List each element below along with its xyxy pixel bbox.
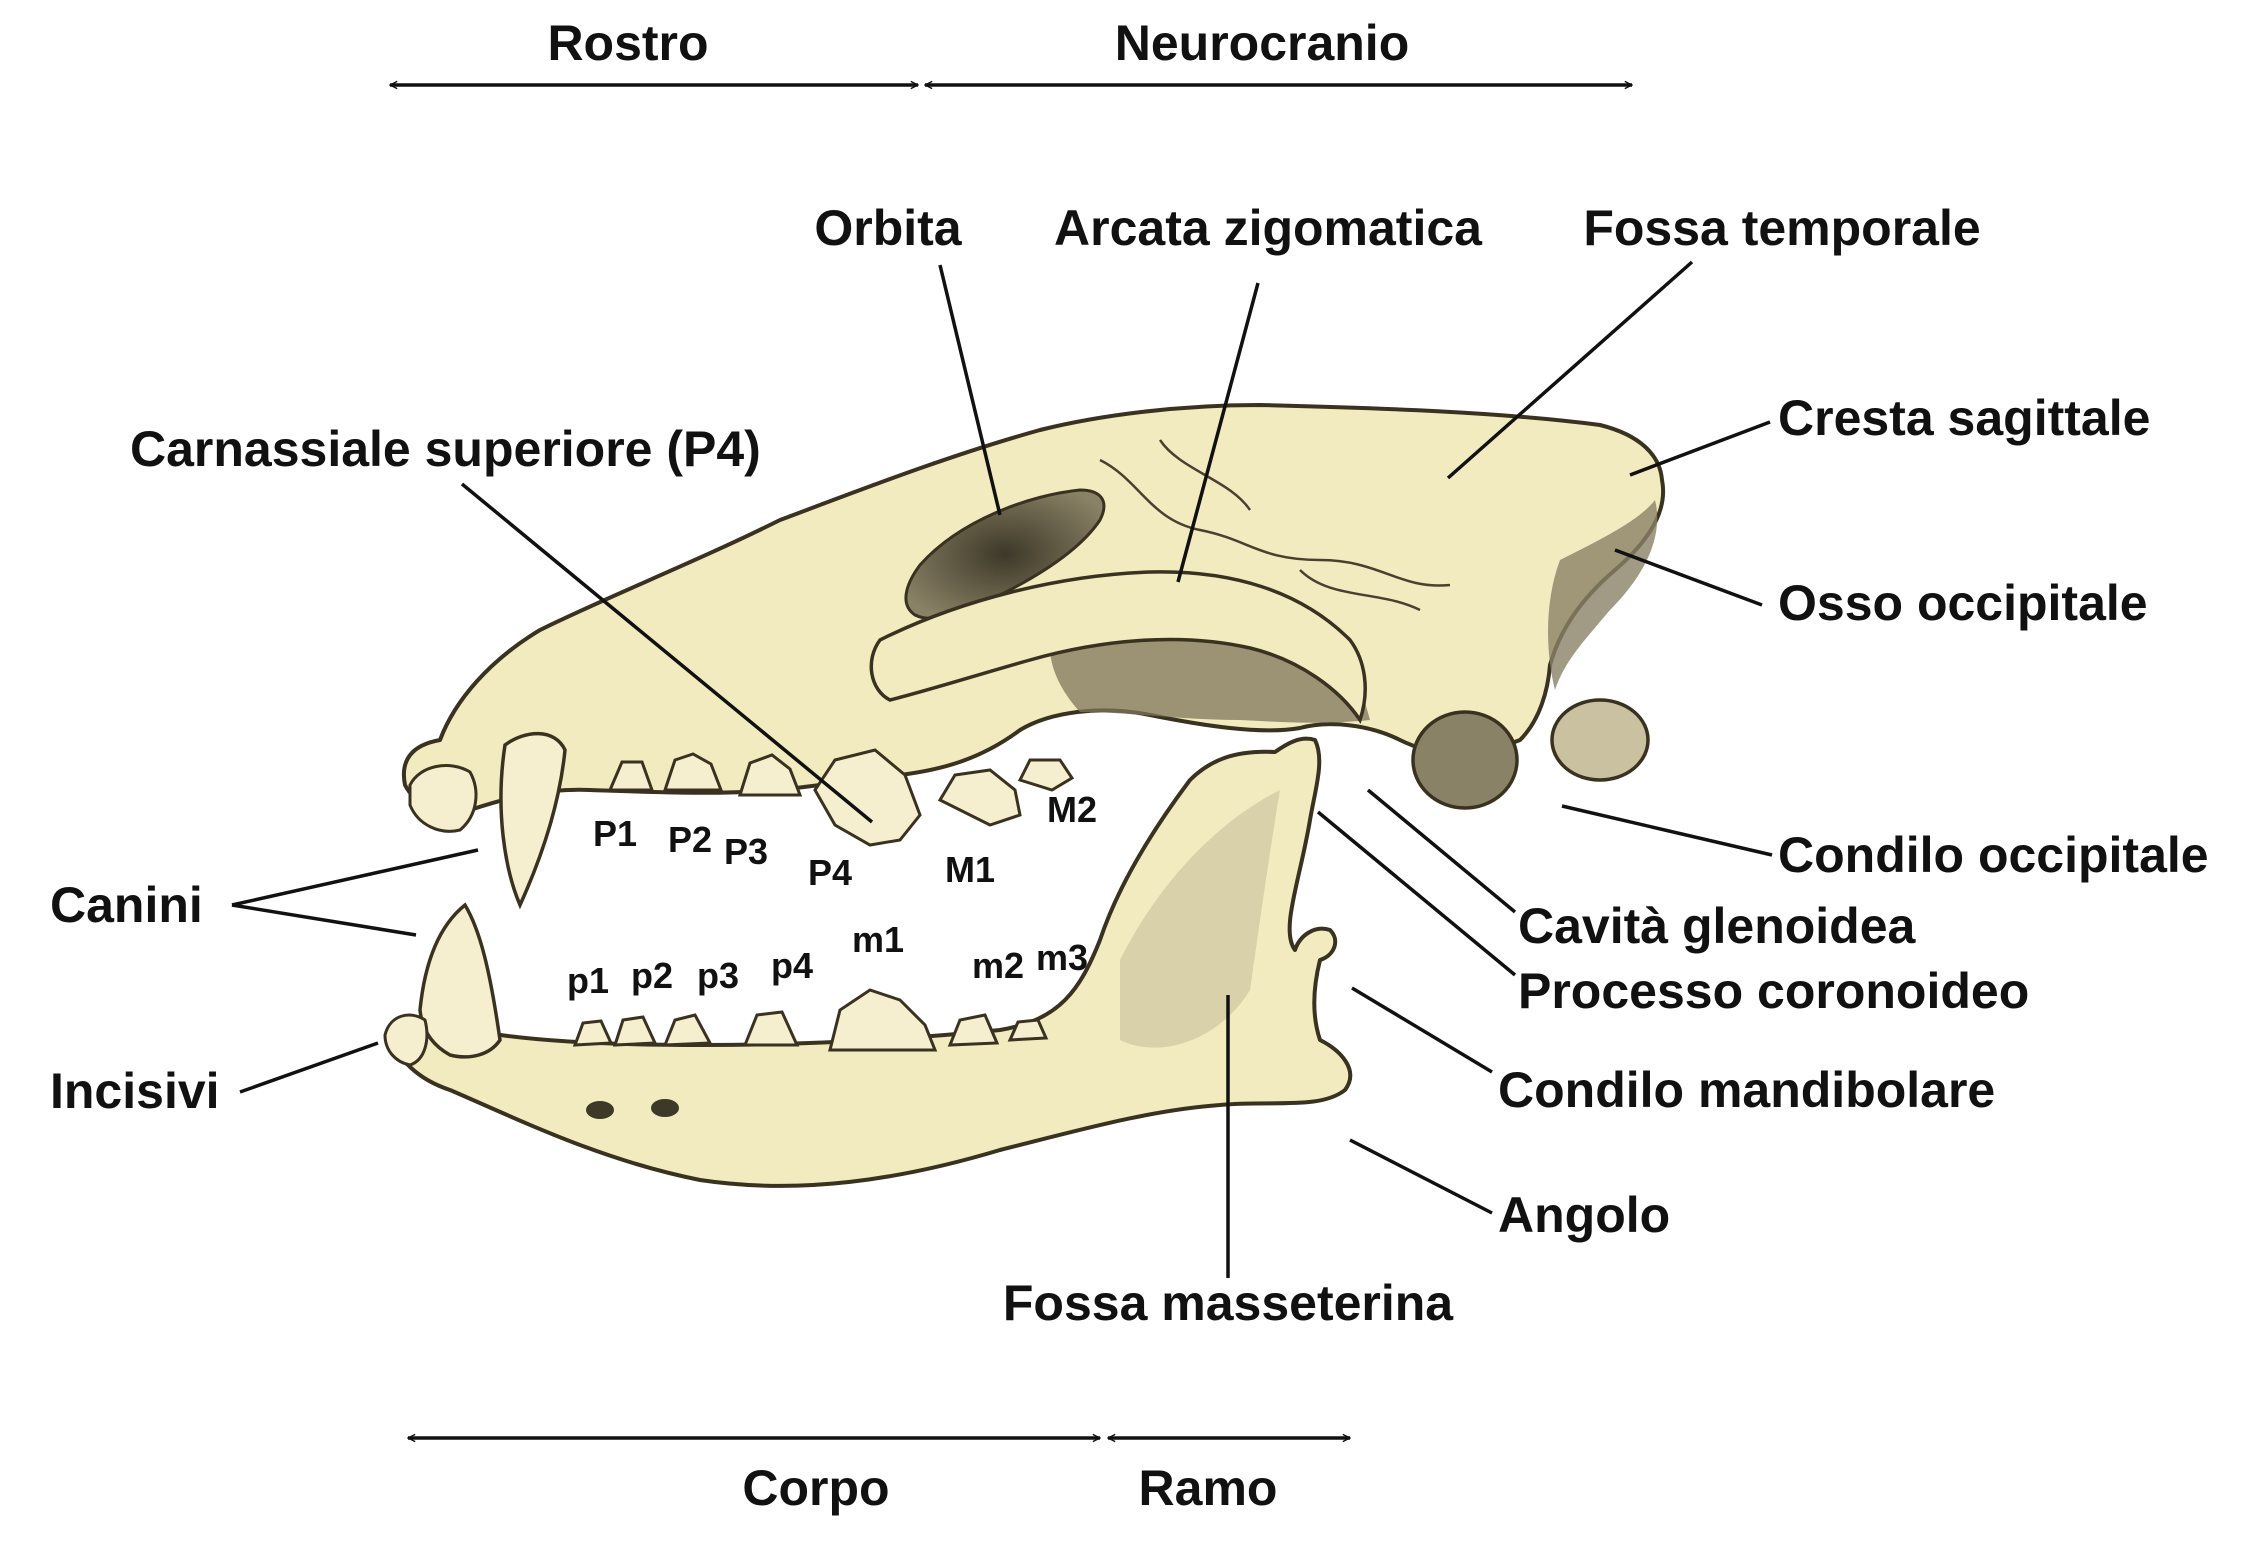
- tooth-label-p1: p1: [567, 960, 609, 1001]
- label-processo-coronoideo: Processo coronoideo: [1518, 963, 2029, 1019]
- label-orbita: Orbita: [814, 200, 962, 256]
- leader-lines: [231, 260, 1773, 1278]
- tooth-label-p4: p4: [771, 945, 813, 986]
- label-arcata-zigomatica: Arcata zigomatica: [1054, 200, 1483, 256]
- upper-incisors-shape: [408, 764, 478, 833]
- label-fossa-masseterina: Fossa masseterina: [1003, 1275, 1454, 1331]
- label-rostro: Rostro: [547, 15, 708, 71]
- tooth-label-p2: p2: [631, 955, 673, 996]
- label-canini: Canini: [50, 877, 203, 933]
- orbit-shape: [904, 488, 1106, 620]
- label-condilo-mandibolare: Condilo mandibolare: [1498, 1062, 1995, 1118]
- tooth-label-P2: P2: [668, 819, 712, 860]
- masseteric-fossa-shading: [1120, 790, 1280, 1048]
- label-osso-occipitale: Osso occipitale: [1778, 575, 2148, 631]
- label-ramo: Ramo: [1139, 1460, 1278, 1516]
- label-corpo: Corpo: [742, 1460, 889, 1516]
- label-neurocranio: Neurocranio: [1115, 15, 1410, 71]
- mental-foramen-2: [651, 1099, 679, 1117]
- zygomatic-arch-shape: [869, 570, 1367, 724]
- tooth-label-P4: P4: [808, 852, 852, 893]
- label-condilo-occipitale: Condilo occipitale: [1778, 827, 2209, 883]
- tooth-label-m1: m1: [852, 919, 904, 960]
- upper-canine-shape: [499, 731, 567, 910]
- label-carnassiale-superiore: Carnassiale superiore (P4): [130, 421, 761, 477]
- tooth-label-P3: P3: [724, 831, 768, 872]
- lower-canine-shape: [418, 902, 502, 1059]
- tooth-label-p3: p3: [697, 955, 739, 996]
- tooth-label-m2: m2: [972, 945, 1024, 986]
- label-angolo: Angolo: [1498, 1187, 1670, 1243]
- lower-incisors-shape: [383, 1013, 429, 1067]
- label-cresta-sagittale: Cresta sagittale: [1778, 390, 2150, 446]
- tooth-label-M2: M2: [1047, 789, 1097, 830]
- occipital-shading: [1548, 500, 1658, 690]
- label-incisivi: Incisivi: [50, 1063, 220, 1119]
- tooth-label-m3: m3: [1036, 937, 1088, 978]
- label-cavita-glenoidea: Cavità glenoidea: [1518, 898, 1917, 954]
- auditory-bulla-shape: [1411, 710, 1519, 810]
- mental-foramen-1: [586, 1101, 614, 1119]
- tooth-label-M1: M1: [945, 849, 995, 890]
- occipital-condyle-shape: [1550, 698, 1650, 782]
- upper-cheek-teeth: [607, 748, 1075, 847]
- tooth-label-P1: P1: [593, 813, 637, 854]
- label-fossa-temporale: Fossa temporale: [1583, 200, 1980, 256]
- lower-cheek-teeth: [572, 988, 1049, 1052]
- skull-illustration: [383, 403, 1666, 1188]
